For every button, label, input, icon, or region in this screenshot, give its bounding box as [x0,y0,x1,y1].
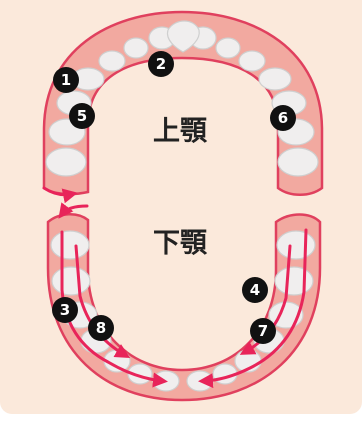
badge-step-8: 8 [88,315,114,341]
badge-step-4: 4 [242,277,268,303]
badge-step-7: 7 [250,318,276,344]
badge-step-6: 6 [270,105,296,131]
badge-number: 1 [61,71,71,89]
tooth [46,148,86,176]
badge-number: 6 [278,109,288,127]
badge-step-2: 2 [148,51,174,77]
badge-number: 3 [60,301,70,319]
badge-number: 4 [250,281,260,299]
tooth [278,148,318,176]
tooth [124,38,148,58]
upper-arch [44,12,322,195]
tooth [277,231,315,259]
tooth [216,38,240,58]
tooth [51,231,89,259]
badge-step-3: 3 [52,297,78,323]
badge-step-1: 1 [53,67,79,93]
tooth [275,267,313,295]
badge-number: 8 [96,319,106,337]
tooth [259,68,291,90]
badge-number: 5 [77,107,87,125]
tooth [52,267,90,295]
badge-number: 2 [156,55,166,73]
arrow-gap-to-lower-left [62,206,87,214]
tooth [99,51,125,71]
lower-jaw-label: 下顎 [153,228,208,259]
upper-jaw-label: 上顎 [153,116,208,147]
badge-step-5: 5 [69,103,95,129]
tooth [239,51,265,71]
badge-number: 7 [258,322,268,340]
